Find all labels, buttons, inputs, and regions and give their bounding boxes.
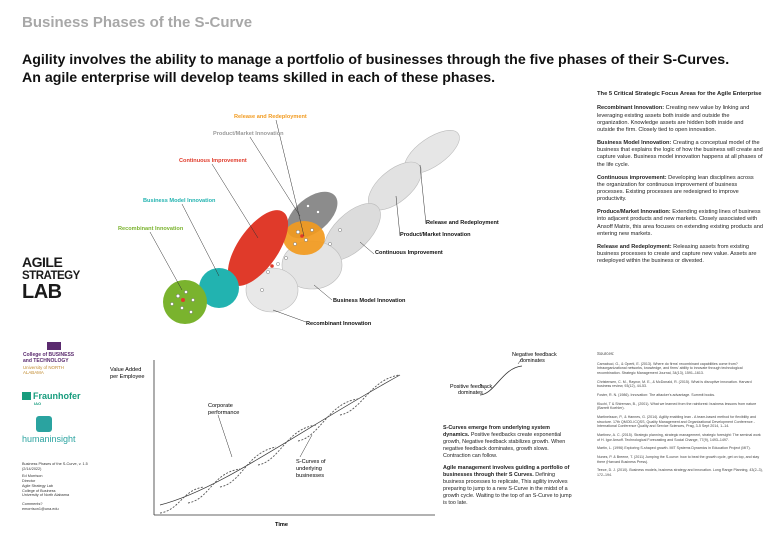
references: Sources: Carnabuci, G., & Operti, E. (20…	[597, 351, 763, 482]
fraunhofer-mark-icon	[22, 392, 31, 400]
humaninsight-icon	[36, 416, 52, 432]
blob-release	[283, 221, 325, 255]
reference-item: Foster, R. N. (1986). Innovation: The at…	[597, 393, 716, 398]
humaninsight-name: humaninsight	[22, 434, 76, 444]
phase-label-product-market: Product/Market Innovation	[213, 131, 284, 137]
reference-item: Martinelsson, P., & Hannes, G. (2014). A…	[597, 415, 756, 429]
blob-continuous	[227, 210, 289, 286]
focus-title: Release and Redeployment:	[597, 243, 672, 250]
references-heading: Sources:	[597, 351, 615, 356]
phase-label-business-model: Business Model Innovation	[143, 198, 216, 204]
focus-text: Creating a conceptual model of the busin…	[597, 140, 763, 168]
fraunhofer-name: Fraunhofer	[33, 391, 81, 401]
headline-line-1: Agility involves the ability to manage a…	[22, 52, 730, 68]
reference-item: Martin, L. (1996) Exploring S-shaped gro…	[597, 446, 751, 451]
focus-title: Continuous improvement:	[597, 174, 667, 181]
phase-label-continuous: Continuous Improvement	[179, 158, 247, 164]
college-sub: University of NORTH ALABAMA	[23, 364, 64, 376]
author-org: College of Business	[22, 488, 56, 493]
focus-text: Releasing assets from existing business …	[597, 243, 757, 265]
logo-line: LAB	[22, 280, 62, 303]
lower-para1-rest: Positive feedbacks create exponential gr…	[443, 432, 566, 460]
author-name: Ed Morrison	[22, 474, 43, 479]
author-org: Agile Strategy Lab	[22, 483, 54, 488]
leader-lines-top	[149, 119, 305, 291]
focus-item-release: Release and Redeployment: Releasing asse…	[597, 244, 763, 265]
doc-info: Business Phases of the S-Curve, v. 1.5 (…	[22, 462, 88, 471]
college-logo: College of BUSINESS and TECHNOLOGY Unive…	[23, 342, 83, 376]
focus-item-continuous: Continuous improvement: Developing lean …	[597, 175, 763, 204]
reference-item: Martinez, A. C. (2015). Strategic planni…	[597, 433, 761, 442]
footer-meta: Business Phases of the S-Curve, v. 1.5 (…	[22, 462, 102, 512]
lower-explanation: S-Curves emerge from underlying system d…	[443, 425, 575, 512]
focus-areas-sidebar: The 5 Critical Strategic Focus Areas for…	[597, 91, 763, 271]
focus-title: Recombinant Innovation:	[597, 105, 665, 112]
reference-item: Teece, D. J. (2010). Business models, bu…	[597, 468, 763, 478]
fraunhofer-sub: IAO	[34, 401, 42, 406]
humaninsight-logo: humaninsight	[22, 416, 76, 444]
fraunhofer-logo: Fraunhofer IAO	[22, 391, 81, 406]
logo-line: STRATEGY	[22, 269, 80, 282]
focus-item-product-market: Produce/Market Innovation: Extending exi…	[597, 209, 763, 238]
reference-item: Carnabuci, G., & Operti, E. (2013). Wher…	[597, 361, 743, 376]
ghost-blob-1	[245, 267, 299, 313]
feedback-curve	[479, 365, 523, 396]
agile-strategy-lab-logo: AGILE STRATEGY LAB	[22, 254, 80, 303]
headline-line-2: An agile enterprise will develop teams s…	[22, 70, 496, 86]
bottom-label-product-market: Product/Market Innovation	[400, 232, 471, 238]
author-title: Director	[22, 479, 36, 484]
bottom-label-recombinant: Recombinant Innovation	[306, 321, 372, 327]
phase-blob-diagram: Recombinant Innovation Business Model In…	[118, 114, 499, 327]
page-title: Business Phases of the S-Curve	[22, 14, 253, 31]
focus-item-recombinant: Recombinant Innovation: Creating new val…	[597, 105, 763, 134]
lower-para2-bold: Agile management involves guiding a port…	[443, 465, 570, 479]
leader-lines-bottom	[272, 164, 427, 323]
sidebar-heading: The 5 Critical Strategic Focus Areas for…	[597, 91, 762, 97]
bottom-label-release: Release and Redeployment	[426, 220, 499, 226]
focus-title: Produce/Market Innovation:	[597, 209, 671, 216]
underlying-s-curves	[159, 374, 401, 514]
blob-business-model	[199, 268, 239, 308]
x-axis-label: Time	[275, 522, 288, 528]
author-org: University of North Alabama	[22, 493, 70, 498]
college-emblem-icon	[47, 342, 61, 350]
email-link[interactable]: emorrison1@una.edu	[22, 506, 59, 511]
blob-recombinant	[163, 280, 207, 324]
lower-para2-rest: Defining business processes to replicate…	[443, 472, 572, 507]
reference-item: Kluchi, T & Shireman, B., (2001). What w…	[597, 401, 757, 411]
comments-label: Comments?	[22, 502, 43, 507]
leader-s-curves	[299, 434, 313, 458]
focus-item-business-model: Business Model Innovation: Creating a co…	[597, 140, 763, 169]
leader-corporate	[217, 414, 233, 458]
logo-line: AGILE	[22, 254, 63, 270]
red-dots	[181, 234, 304, 302]
bottom-label-business-model: Business Model Innovation	[333, 298, 406, 304]
focus-text: Developing lean disciplines across the o…	[597, 174, 754, 203]
focus-text: Extending existing lines of business int…	[597, 209, 763, 237]
corporate-performance-line	[159, 374, 401, 506]
reference-item: Christensen, C. M., Raynor, M. E., & McD…	[597, 379, 752, 389]
network-dots	[170, 204, 342, 314]
phase-label-release: Release and Redeployment	[234, 114, 307, 120]
phase-label-recombinant: Recombinant Innovation	[118, 226, 184, 232]
focus-title: Business Model Innovation:	[597, 140, 672, 147]
reference-item: Nunes, P. & Breene, T. (2011) Jumping th…	[597, 455, 760, 464]
lower-para1-bold: S-Curves emerge from underlying system d…	[443, 425, 550, 439]
college-name: College of BUSINESS and TECHNOLOGY	[23, 352, 75, 365]
focus-text: Creating new value by linking and levera…	[597, 105, 750, 133]
bottom-label-continuous: Continuous Improvement	[375, 250, 443, 256]
